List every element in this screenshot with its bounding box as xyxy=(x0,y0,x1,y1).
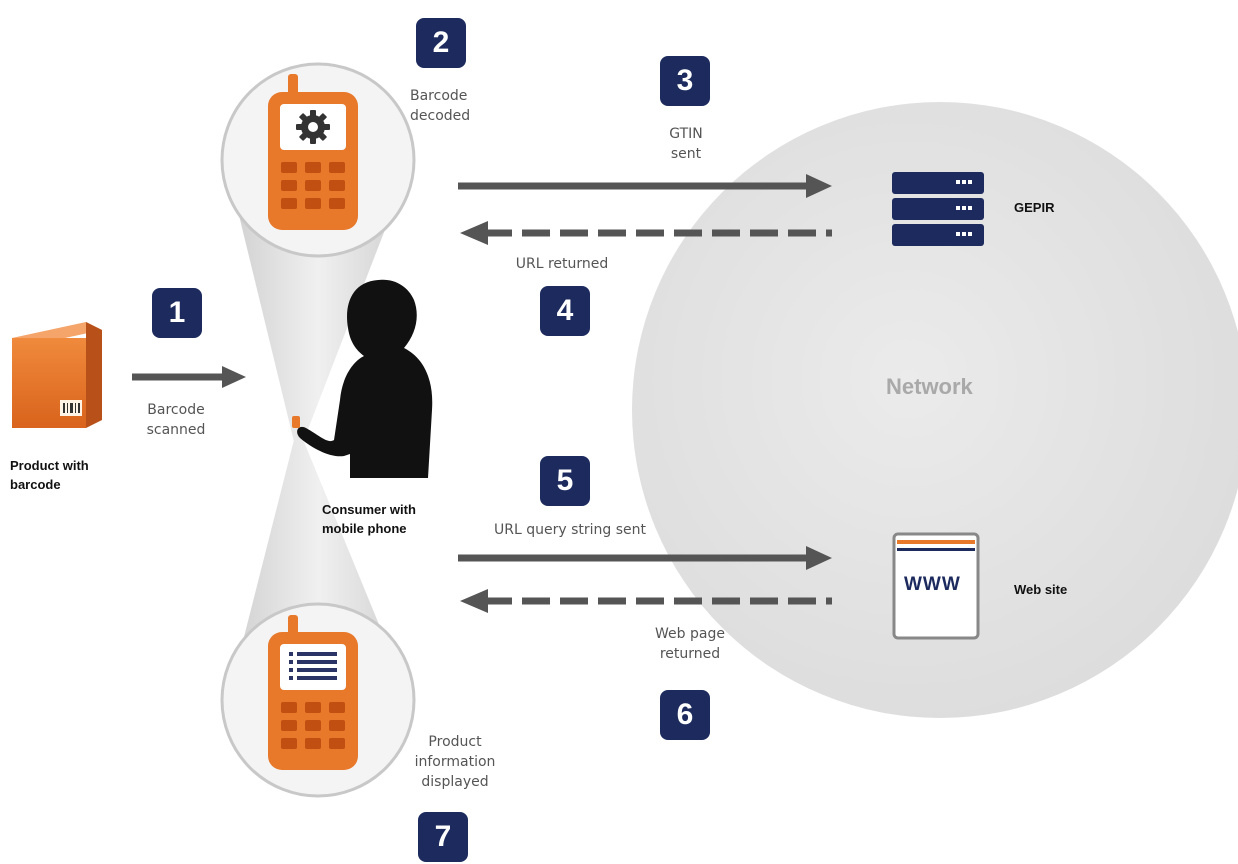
step-7-label-line3: displayed xyxy=(421,774,489,790)
website-label: Web site xyxy=(1014,582,1068,597)
arrow-step6-dashed xyxy=(460,589,832,613)
step-6-badge: 6 xyxy=(660,690,710,740)
step-3-label-line2: sent xyxy=(670,146,702,162)
list-icon xyxy=(289,652,337,680)
server-icon xyxy=(892,172,984,246)
step-2-label: Barcode decoded xyxy=(410,86,500,126)
step-1-label-line2: scanned xyxy=(146,422,206,438)
arrow-step3 xyxy=(458,174,832,198)
consumer-silhouette-icon xyxy=(292,279,433,478)
product-label-line1: Product with xyxy=(10,458,89,473)
product-label-line2: barcode xyxy=(10,477,61,492)
consumer-label: Consumer with mobile phone xyxy=(322,500,442,538)
consumer-label-line2: mobile phone xyxy=(322,521,407,536)
step-7-label-line2: information xyxy=(414,754,496,770)
step-4-label: URL returned xyxy=(515,256,609,272)
product-label: Product with barcode xyxy=(10,456,120,494)
step-7-label-line1: Product xyxy=(428,734,482,750)
step-2-label-line2: decoded xyxy=(410,108,471,124)
gear-icon xyxy=(296,110,330,144)
arrow-step1 xyxy=(132,366,246,388)
step-1-label-line1: Barcode xyxy=(147,402,205,418)
step-3-badge: 3 xyxy=(660,56,710,106)
step-1-label: Barcode scanned xyxy=(136,400,216,440)
phone-decoding-icon xyxy=(268,74,358,230)
arrow-step5 xyxy=(458,546,832,570)
www-text: WWW xyxy=(904,574,961,595)
product-box-icon xyxy=(12,322,102,428)
consumer-label-line1: Consumer with xyxy=(322,502,416,517)
step-6-label-line2: returned xyxy=(659,646,721,662)
step-7-label: Product information displayed xyxy=(400,732,510,792)
step-3-label: GTIN sent xyxy=(646,124,726,164)
gepir-label: GEPIR xyxy=(1014,200,1055,215)
step-1-badge: 1 xyxy=(152,288,202,338)
step-2-label-line1: Barcode xyxy=(410,88,468,104)
step-6-label: Web page returned xyxy=(640,624,740,664)
phone-info-icon xyxy=(268,615,358,770)
step-7-badge: 7 xyxy=(418,812,468,862)
network-circle xyxy=(632,102,1238,718)
arrow-step4-dashed xyxy=(460,221,832,245)
step-3-label-line1: GTIN xyxy=(669,126,703,142)
step-4-badge: 4 xyxy=(540,286,590,336)
step-5-badge: 5 xyxy=(540,456,590,506)
network-label: Network xyxy=(886,374,973,399)
step-6-label-line1: Web page xyxy=(655,626,725,642)
webpage-icon xyxy=(892,532,980,640)
step-5-label: URL query string sent xyxy=(494,522,646,538)
step-2-badge: 2 xyxy=(416,18,466,68)
